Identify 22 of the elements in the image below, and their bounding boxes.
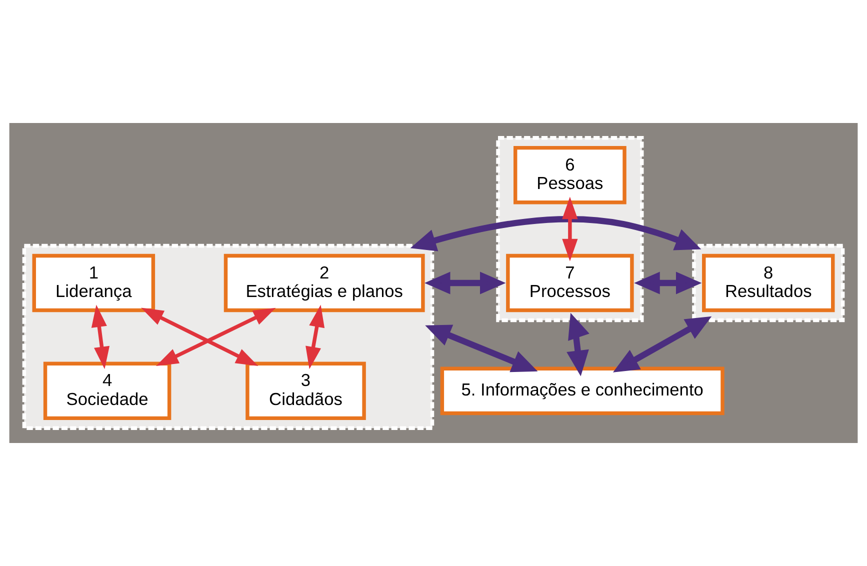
node-box: 8 Resultados <box>702 254 835 312</box>
cluster <box>692 244 845 322</box>
arrow <box>634 272 702 294</box>
arrow <box>562 196 578 262</box>
cluster <box>22 244 434 430</box>
node-box: 6 Pessoas <box>514 146 626 204</box>
node-box: 5. Informações e conhecimento <box>440 366 724 416</box>
arrow <box>306 304 325 370</box>
node-box: 2 Estratégias e planos <box>224 254 425 312</box>
arrow <box>410 216 702 252</box>
cluster <box>496 136 644 322</box>
arrow <box>141 308 258 366</box>
arrow <box>424 272 506 294</box>
node-box: 1 Liderança <box>32 254 156 312</box>
node-box: 3 Cidadãos <box>246 362 366 420</box>
arrow <box>612 316 712 372</box>
node-box: 7 Processos <box>506 254 634 312</box>
arrow <box>156 308 276 366</box>
arrow <box>566 312 590 376</box>
node-box: 4 Sociedade <box>43 362 172 420</box>
arrow <box>425 324 538 372</box>
arrow <box>91 304 110 370</box>
